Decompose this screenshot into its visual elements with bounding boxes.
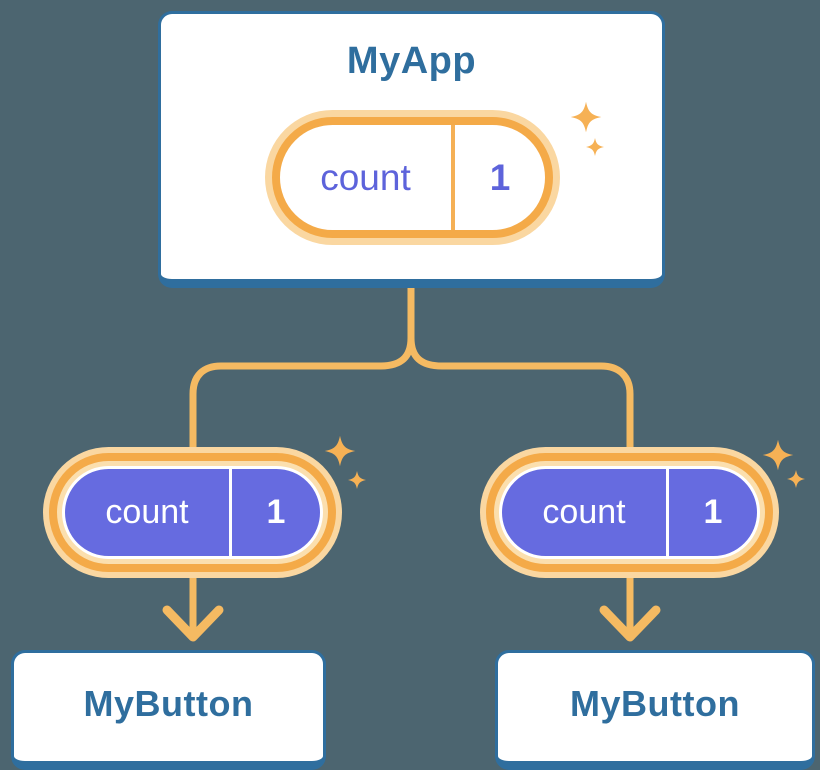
sparkle-icon bbox=[569, 100, 603, 134]
component-title: MyButton bbox=[570, 683, 740, 724]
sparkle-icon bbox=[585, 137, 605, 157]
state-pill-root: count 1 bbox=[272, 117, 553, 238]
component-card-mybutton-left: MyButton bbox=[11, 650, 326, 770]
branch-right-line bbox=[407, 266, 634, 464]
sparkle-icon bbox=[347, 470, 367, 490]
arrow-down-icon bbox=[162, 605, 224, 642]
pill-divider bbox=[666, 469, 669, 556]
state-value: 1 bbox=[489, 156, 511, 198]
state-label: count bbox=[320, 156, 411, 198]
sparkle-icon bbox=[761, 438, 795, 472]
sparkle-icon bbox=[323, 434, 357, 468]
sparkle-icon bbox=[786, 469, 806, 489]
branch-left-line bbox=[189, 266, 415, 464]
arrow-down-icon bbox=[599, 605, 661, 642]
state-label: count bbox=[542, 493, 626, 531]
component-card-mybutton-right: MyButton bbox=[495, 650, 815, 770]
state-pill-left-child: count 1 bbox=[62, 466, 323, 559]
component-title: MyApp bbox=[346, 40, 477, 82]
component-title: MyButton bbox=[83, 683, 254, 724]
state-pill-right-child: count 1 bbox=[499, 466, 760, 559]
pill-divider bbox=[451, 125, 455, 230]
component-card-myapp: MyApp count 1 bbox=[158, 11, 665, 288]
state-value: 1 bbox=[703, 493, 723, 531]
state-value: 1 bbox=[266, 493, 286, 531]
pill-divider bbox=[229, 469, 232, 556]
state-label: count bbox=[105, 493, 189, 531]
